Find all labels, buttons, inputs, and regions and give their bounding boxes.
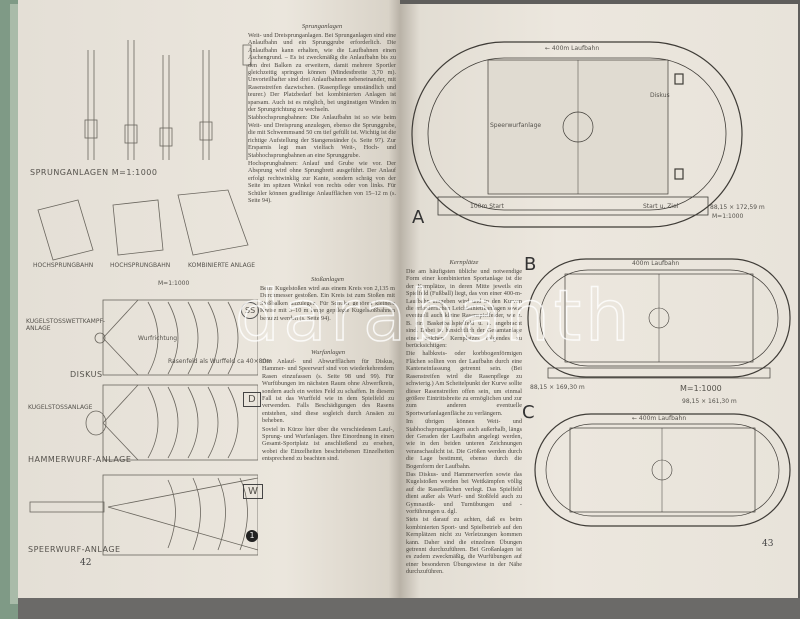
right-page: ← 400m Laufbahn Speerwurfanlage Diskus 1… <box>400 4 798 598</box>
track-a-label: ← 400m Laufbahn <box>545 45 600 52</box>
track-c-size: 98,15 × 161,30 m <box>682 398 737 405</box>
track-a-diskus: Diskus <box>650 92 670 99</box>
paragraph: Die halbkreis- oder korbbogenförmigen Fl… <box>406 350 522 417</box>
paragraph: Beim Kugelstoßen wird aus einem Kreis vo… <box>260 285 395 322</box>
label-sprunganlagen: SPRUNGANLAGEN M=1:1000 <box>30 168 158 177</box>
label-wurfrichtung: Wurfrichtung <box>138 335 178 342</box>
label-hochsprung: HOCHSPRUNGBAHN <box>33 262 94 269</box>
text-column-stoss: Stoßanlagen Beim Kugelstoßen wird aus ei… <box>260 275 395 323</box>
heading-wurfanlagen: Wurfanlagen <box>310 349 346 356</box>
paragraph: Die Anlauf- und Abwurfflächen für Diskus… <box>262 358 394 425</box>
text-column-sprung: Sprunganlagen Weit- und Dreisprunganlage… <box>248 22 396 205</box>
heading-sprunganlagen: Sprunganlagen <box>301 23 343 30</box>
track-diagrams <box>411 41 791 527</box>
label-kombiniert: KOMBINIERTE ANLAGE <box>188 262 256 269</box>
track-b-size: 88,15 × 169,30 m <box>530 384 585 391</box>
paragraph: Weit- und Dreisprunganlagen. Bei Sprunga… <box>248 32 396 114</box>
track-a-size: 88,15 × 172,59 m <box>710 204 765 211</box>
figure-letter-c: C <box>522 402 535 423</box>
javelin-field <box>29 474 258 556</box>
watermark: darabanth <box>234 274 634 358</box>
paragraph: Das Diskus- und Hammerwerfen sowie das K… <box>406 470 522 515</box>
page-number-right: 43 <box>762 539 774 549</box>
track-a-start: 100m Start <box>470 203 504 210</box>
text-column-kernplaetze: Kernplätze Die am häufigsten übliche und… <box>406 258 522 577</box>
badge-w: W <box>243 484 263 499</box>
paragraph: Im übrigen können Weit- und Stabhochspru… <box>406 418 522 470</box>
track-a-scale: M=1:1000 <box>712 213 744 220</box>
heading-kernplaetze: Kernplätze <box>449 259 479 266</box>
label-scale: M=1:1000 <box>158 280 190 287</box>
discus-field <box>94 299 258 376</box>
figure-letter-b: B <box>524 254 537 275</box>
page-number-left: 42 <box>80 558 92 568</box>
badge-ss: SS <box>241 302 260 319</box>
badge-d: D <box>243 392 261 407</box>
label-kugelstoss: KUGELSTOSSANLAGE <box>28 404 93 411</box>
track-a-spielfeld: Speerwurfanlage <box>490 122 542 129</box>
track-a <box>411 41 743 228</box>
heading-stossanlagen: Stoßanlagen <box>311 276 344 283</box>
track-a-finish: Start u. Ziel <box>643 203 679 210</box>
figure-letter-a: A <box>412 207 425 228</box>
label-hochsprung-2: HOCHSPRUNGBAHN <box>110 262 171 269</box>
table-surface <box>18 598 800 619</box>
label-hammer: HAMMERWURF-ANLAGE <box>28 455 132 464</box>
label-kugelwettkampf: KUGELSTOSSWETTKAMPF-ANLAGE <box>26 318 106 332</box>
paragraph: Stabhochsprungbahnen: Die Anlaufbahn ist… <box>248 114 396 159</box>
track-c <box>534 413 791 527</box>
label-rasenfeld: Rasenfeld als Wurffeld ca 40×80m <box>168 358 273 365</box>
high-jump-diagrams <box>37 189 249 261</box>
track-c-label: ← 400m Laufbahn <box>632 415 687 422</box>
badge-1: 1 <box>246 530 258 542</box>
left-diagrams <box>29 40 258 556</box>
track-b <box>527 258 791 379</box>
left-page: SPRUNGANLAGEN M=1:1000 HOCHSPRUNGBAHN HO… <box>18 0 400 598</box>
paragraph: Soviel in Kürze hier über die verschiede… <box>262 425 394 463</box>
paragraph: Hochsprungbahnen: Anlauf und Grube wie v… <box>248 159 396 204</box>
paragraph: Die am häufigsten übliche und notwendige… <box>406 268 522 350</box>
text-column-wurf: Wurfanlagen Die Anlauf- und Abwurffläche… <box>262 348 394 464</box>
track-b-scale: M=1:1000 <box>680 384 722 393</box>
jump-pits-diagram <box>84 40 252 160</box>
label-diskus: DISKUS <box>70 370 103 379</box>
track-b-label: 400m Laufbahn <box>632 260 680 267</box>
hammer-field <box>85 384 258 461</box>
paragraph: Stets ist darauf zu achten, daß es beim … <box>406 516 522 576</box>
label-speer: SPEERWURF-ANLAGE <box>28 545 121 554</box>
